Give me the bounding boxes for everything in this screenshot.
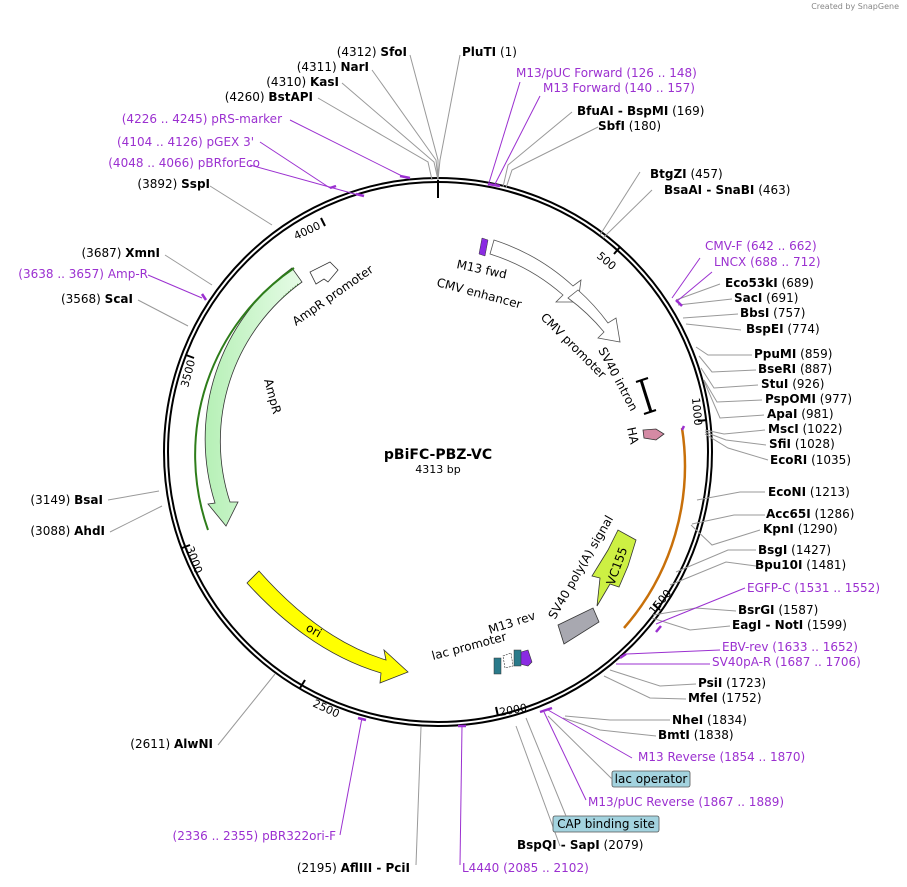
svg-text:(3687) XmnI: (3687) XmnI [82,246,161,260]
svg-text:BtgZI (457): BtgZI (457) [650,167,723,181]
lac-promoter-block-a [493,657,502,675]
ampr-label: AmpR [261,377,284,415]
svg-text:(3088) AhdI: (3088) AhdI [30,524,105,538]
svg-text:(4048 .. 4066) pBRforEco: (4048 .. 4066) pBRforEco [108,156,260,170]
ori-label: ori [304,620,325,640]
svg-text:KpnI (1290): KpnI (1290) [763,522,838,536]
m13-fwd-label: M13 fwd [455,257,508,281]
sv40-polya-box [557,607,600,645]
lac-operator-box: lac operator [547,715,691,788]
tick-2000: 2000 [498,701,528,719]
svg-text:Bpu10I (1481): Bpu10I (1481) [755,558,846,572]
svg-text:SbfI (180): SbfI (180) [598,119,661,133]
ampr-highlight-dotted [281,283,299,299]
snapgene-credit: Created by SnapGene [811,2,899,11]
svg-text:M13/pUC Forward (126 .. 148): M13/pUC Forward (126 .. 148) [516,66,697,80]
tick-marks [181,217,708,717]
svg-text:SV40pA-R (1687 .. 1706): SV40pA-R (1687 .. 1706) [712,655,861,669]
svg-text:BseRI (887): BseRI (887) [758,362,832,376]
svg-text:PspOMI (977): PspOMI (977) [765,392,852,406]
cmv-promoter-arrow [567,289,621,343]
svg-text:EBV-rev (1633 .. 1652): EBV-rev (1633 .. 1652) [722,640,858,654]
svg-text:(4312) SfoI: (4312) SfoI [337,45,407,59]
svg-text:BspEI (774): BspEI (774) [746,322,820,336]
ampr-arrow [204,267,303,527]
svg-text:PpuMI (859): PpuMI (859) [754,347,832,361]
lac-operator-mark [502,652,514,669]
svg-text:M13 Reverse (1854 .. 1870): M13 Reverse (1854 .. 1870) [638,750,805,764]
svg-text:M13 Forward (140 .. 157): M13 Forward (140 .. 157) [543,81,695,95]
svg-text:(2611) AlwNI: (2611) AlwNI [130,737,213,751]
svg-text:(4310) KasI: (4310) KasI [266,75,339,89]
svg-text:(4104 .. 4126) pGEX 3': (4104 .. 4126) pGEX 3' [117,135,254,149]
m13-rev-arrow [519,649,533,667]
plasmid-name: pBiFC-PBZ-VC [384,447,492,463]
svg-text:StuI (926): StuI (926) [761,377,825,391]
svg-text:PluTI (1): PluTI (1) [462,45,517,59]
svg-text:(2195) AflIII - PciI: (2195) AflIII - PciI [297,861,410,875]
svg-text:PsiI (1723): PsiI (1723) [698,676,766,690]
svg-text:SacI (691): SacI (691) [734,291,798,305]
svg-text:M13/pUC Reverse (1867 .. 188: M13/pUC Reverse (1867 .. 1889) [588,795,784,809]
svg-text:(3149) BsaI: (3149) BsaI [30,493,103,507]
cmv-enhancer-label: CMV enhancer [435,275,523,311]
svg-text:BspQI - SapI (2079): BspQI - SapI (2079) [517,838,643,852]
cap-binding-site-box: CAP binding site [525,717,660,833]
svg-text:EGFP-C (1531 .. 1552): EGFP-C (1531 .. 1552) [747,581,880,595]
tick-1000: 1000 [689,397,704,426]
m13-fwd-arrow [478,237,489,257]
svg-text:CAP binding site: CAP binding site [557,817,655,831]
plasmid-size: 4313 bp [415,463,460,476]
svg-text:MfeI (1752): MfeI (1752) [688,691,762,705]
cmv-enhancer-arrow [489,239,582,303]
tick-3500: 3500 [178,358,198,388]
vc155-highlight [623,427,687,629]
svg-text:(4311) NarI: (4311) NarI [297,60,369,74]
svg-text:BfuAI - BspMI (169): BfuAI - BspMI (169) [577,104,704,118]
primer-labels: M13/pUC Forward (126 .. 148) M13 Forward… [18,66,880,875]
enzymes-right: BspQI - SapI (2079) PluTI (1) BfuAI - Bs… [462,45,854,852]
enzyme-leaders [107,54,769,866]
ha-label: HA [624,426,641,447]
svg-text:BsgI (1427): BsgI (1427) [758,543,831,557]
tick-2500: 2500 [311,697,342,721]
svg-text:(3568) ScaI: (3568) ScaI [61,292,133,306]
lac-promoter-block-b [513,649,522,667]
svg-text:EcoRI (1035): EcoRI (1035) [770,453,851,467]
ampr-promoter-arrow [309,261,339,285]
svg-text:lac operator: lac operator [615,772,688,786]
sv40-intron-label: SV40 intron [595,345,640,414]
svg-text:BsrGI (1587): BsrGI (1587) [738,603,818,617]
sv40-intron-bar [639,379,653,413]
svg-text:MscI (1022): MscI (1022) [768,422,842,436]
ori-arrow [246,570,409,684]
svg-text:(3638 .. 3657) Amp-R: (3638 .. 3657) Amp-R [18,267,148,281]
svg-text:EcoNI (1213): EcoNI (1213) [768,485,850,499]
svg-text:BsaAI - SnaBI (463): BsaAI - SnaBI (463) [664,183,790,197]
svg-text:BmtI (1838): BmtI (1838) [658,728,734,742]
svg-text:ApaI (981): ApaI (981) [767,407,834,421]
svg-text:L4440 (2085 .. 2102): L4440 (2085 .. 2102) [462,861,589,875]
primer-leaders [147,81,746,866]
svg-text:LNCX (688 .. 712): LNCX (688 .. 712) [714,255,821,269]
ampr-highlight [194,267,295,531]
svg-text:EagI - NotI (1599): EagI - NotI (1599) [732,618,847,632]
svg-text:(4260) BstAPI: (4260) BstAPI [225,90,313,104]
svg-text:CMV-F (642 .. 662): CMV-F (642 .. 662) [705,239,817,253]
svg-text:NheI (1834): NheI (1834) [672,713,747,727]
svg-text:(3892) SspI: (3892) SspI [137,177,210,191]
svg-text:SfiI (1028): SfiI (1028) [769,437,835,451]
ha-arrow [642,428,665,441]
svg-text:BbsI (757): BbsI (757) [740,306,805,320]
svg-text:Acc65I (1286): Acc65I (1286) [766,507,854,521]
vc155-arrow [591,529,637,607]
svg-text:(4226 .. 4245) pRS-marker: (4226 .. 4245) pRS-marker [122,112,282,126]
svg-text:(2336 .. 2355) pBR322ori-F: (2336 .. 2355) pBR322ori-F [173,829,337,843]
primer-marks [200,174,686,728]
enzymes-left: (4312) SfoI (4311) NarI (4310) KasI (426… [30,45,410,875]
svg-text:Eco53kI (689): Eco53kI (689) [725,276,814,290]
